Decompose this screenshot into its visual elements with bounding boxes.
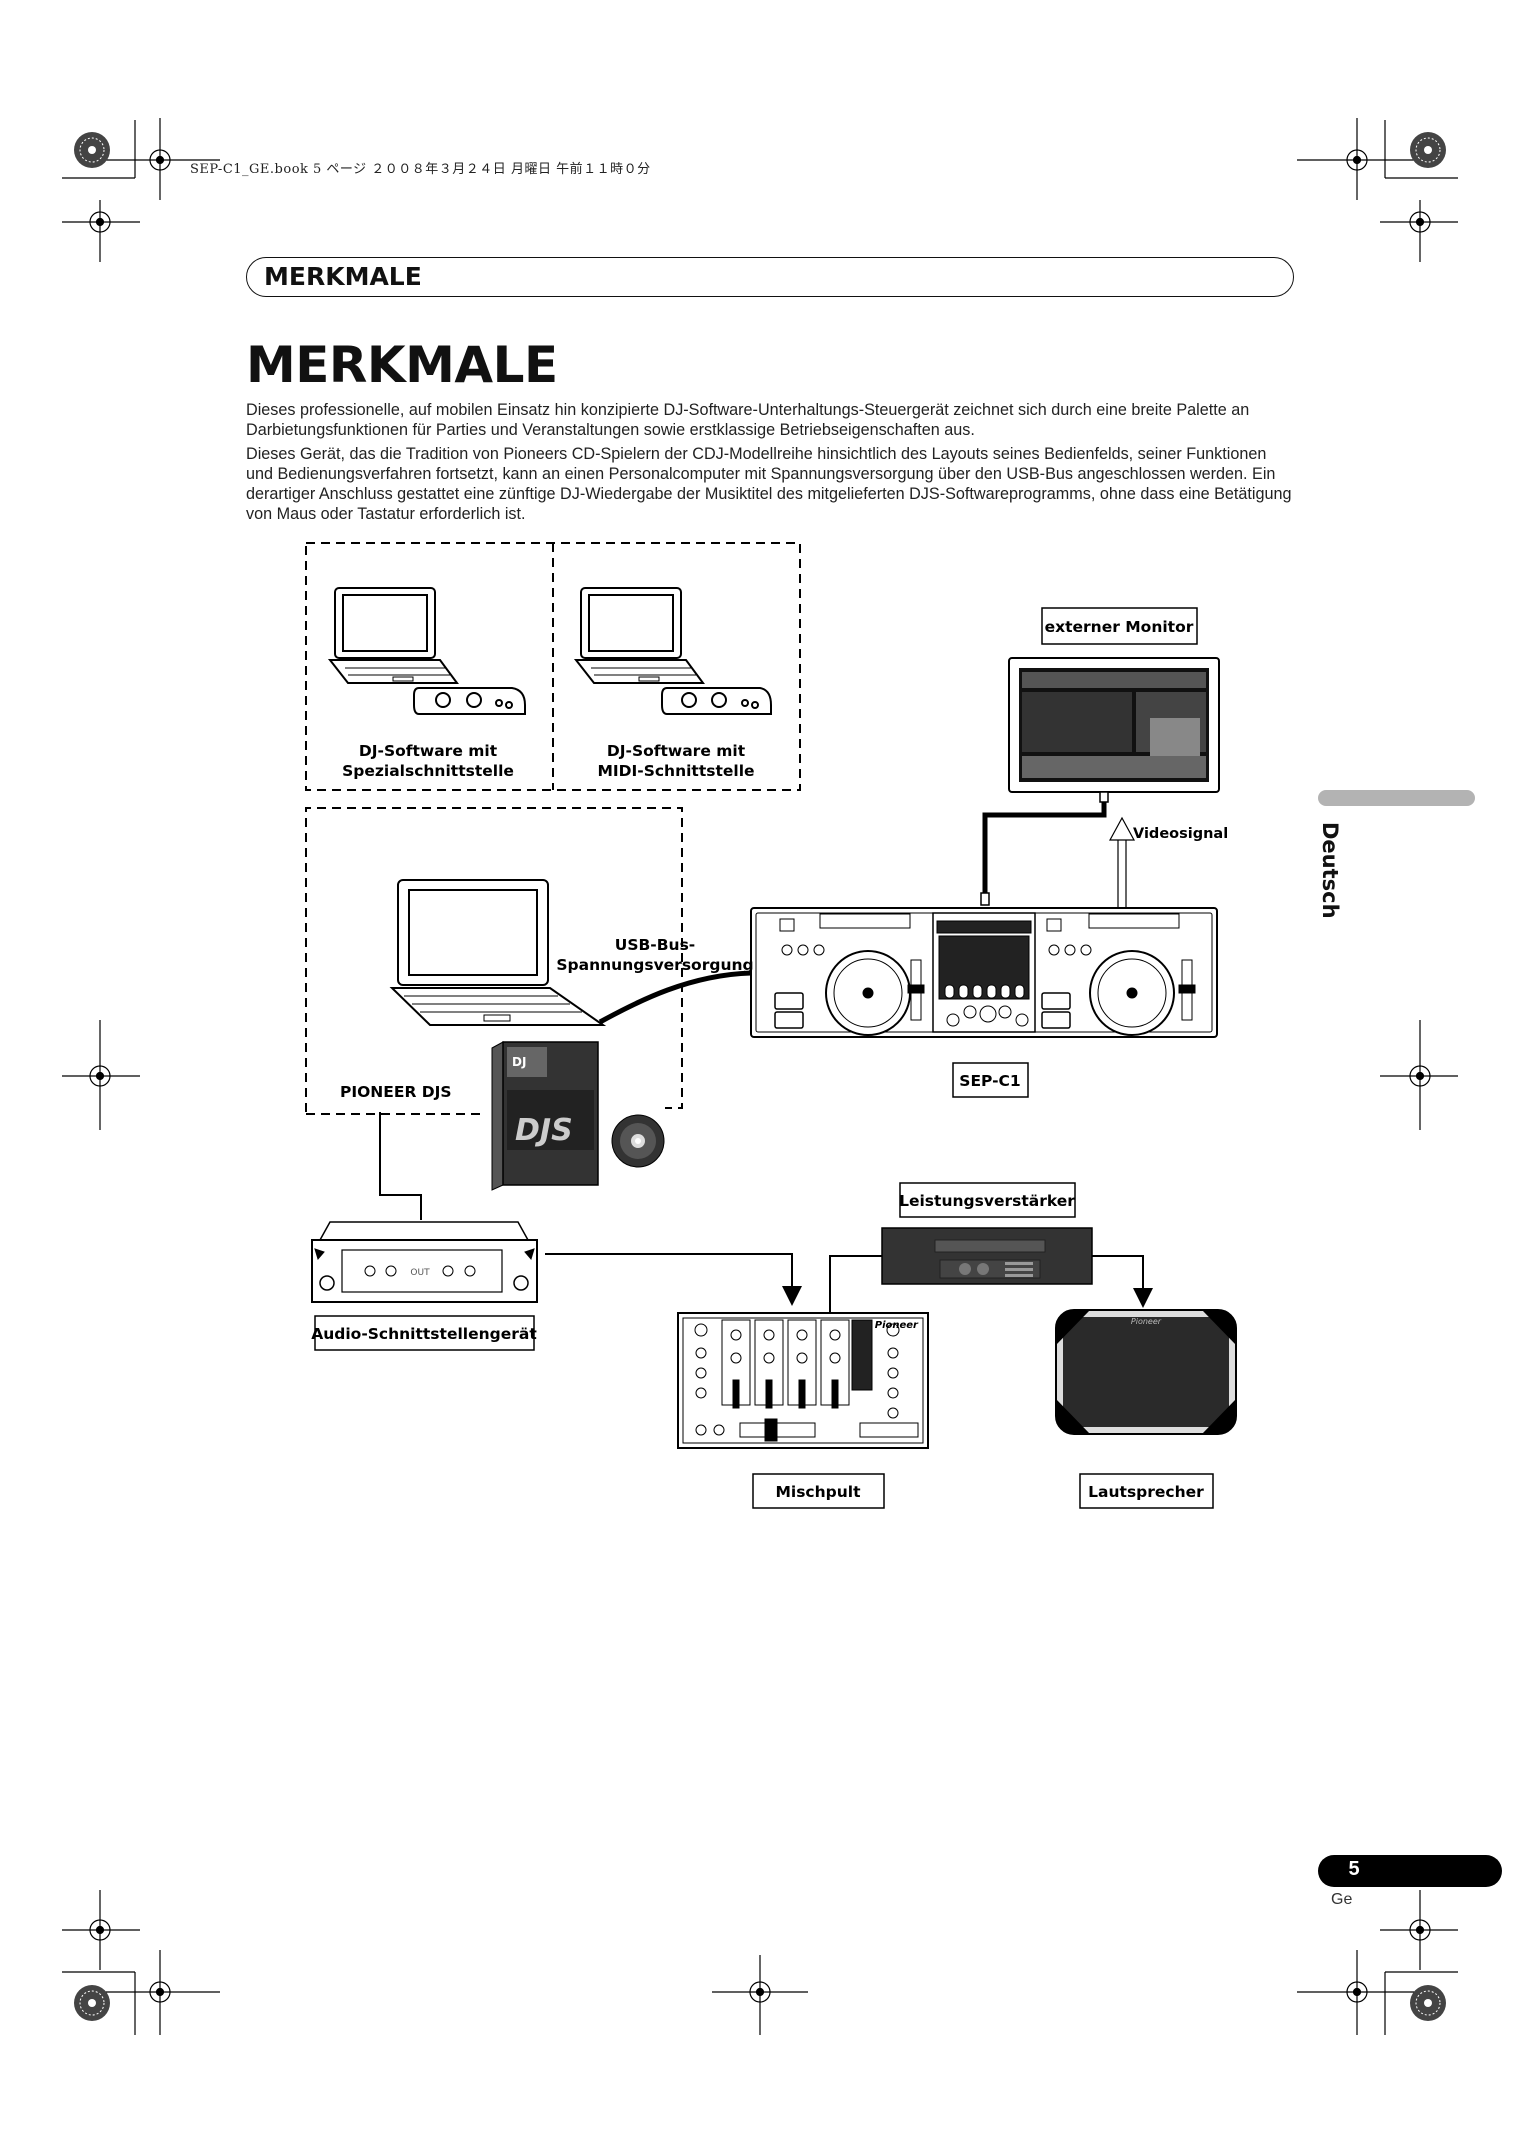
laptop-icon: [330, 588, 457, 683]
power-amplifier-label: Leistungsverstärker: [899, 1192, 1075, 1210]
crosshair-mark-mid-right-icon: [1380, 1020, 1458, 1130]
speaker-label-box: Lautsprecher: [1080, 1474, 1213, 1508]
mixer-label: Mischpult: [775, 1483, 861, 1501]
audio-to-mixer-cable: [545, 1254, 792, 1302]
laptop-icon: [576, 588, 703, 683]
crosshair-mark-top-left-2-icon: [62, 200, 140, 262]
crosshair-mark-top-right-2-icon: [1380, 200, 1458, 262]
videosignal-label: Videosignal: [1133, 826, 1228, 842]
videosignal-arrow-icon: [1110, 818, 1134, 908]
dj-controller-icon: [414, 688, 525, 714]
speaker-label: Lautsprecher: [1088, 1483, 1204, 1501]
power-amplifier-label-box: Leistungsverstärker: [899, 1183, 1075, 1217]
crosshair-mark-bottom-left-icon: [62, 1890, 140, 1970]
audio-interface-label-box: Audio-Schnittstellengerät: [311, 1316, 537, 1350]
sep-c1-label-box: SEP-C1: [953, 1063, 1028, 1097]
speaker-brand: Pioneer: [1131, 1317, 1162, 1326]
color-wheel-bottom-left-icon: [74, 1985, 110, 2021]
usb-cable: [600, 973, 751, 1022]
amp-to-mixer-cable: [830, 1256, 882, 1313]
power-amplifier-icon: [882, 1228, 1092, 1284]
crosshair-mark-mid-left-icon: [62, 1020, 140, 1130]
monitor-icon: [1009, 658, 1219, 802]
crosshair-mark-top-left-icon: [100, 118, 220, 200]
dj-spezial-label-line2: Spezialschnittstelle: [342, 762, 514, 780]
dj-midi-label-line1: DJ-Software mit: [607, 742, 746, 760]
out-label: OUT: [410, 1268, 430, 1278]
mixer-icon: [678, 1313, 928, 1448]
dj-controller-icon: [662, 688, 771, 714]
color-wheel-bottom-right-icon: [1410, 1985, 1446, 2021]
external-monitor-label: externer Monitor: [1045, 618, 1194, 636]
usb-label-line2: Spannungsversorgung: [556, 956, 753, 974]
sep-c1-device-icon: [751, 908, 1217, 1037]
color-wheel-top-left-icon: [74, 132, 110, 168]
djs-cd-disc-icon: [612, 1115, 664, 1167]
crosshair-mark-bottom-left-2-icon: [100, 1950, 220, 2035]
registration-marks: [62, 118, 1458, 2035]
dj-midi-label-line2: MIDI-Schnittstelle: [597, 762, 754, 780]
crosshair-mark-bottom-center-icon: [712, 1955, 808, 2035]
audio-interface-icon: [312, 1222, 537, 1302]
crosshair-mark-top-right-icon: [1297, 118, 1417, 200]
video-cable: [985, 802, 1104, 893]
color-wheel-marks: [74, 132, 1446, 2021]
pioneer-djs-label: PIONEER DJS: [340, 1083, 452, 1101]
speaker-icon: [1056, 1310, 1236, 1434]
sep-c1-label: SEP-C1: [959, 1072, 1020, 1090]
djs-box-small-text: DJ: [512, 1055, 526, 1069]
crosshair-mark-bottom-right-2-icon: [1380, 1890, 1458, 1970]
external-monitor-label-box: externer Monitor: [1042, 608, 1197, 644]
usb-label-line1: USB-Bus-: [615, 936, 696, 954]
amp-to-speaker-cable: [1092, 1256, 1143, 1304]
djs-box-logo-text: DJS: [515, 1113, 573, 1148]
crosshair-mark-bottom-right-icon: [1297, 1950, 1417, 2035]
djs-software-box-icon: DJ DJS: [492, 1042, 598, 1190]
color-wheel-top-right-icon: [1410, 132, 1446, 168]
laptop-icon: [392, 880, 603, 1025]
mixer-brand: Pioneer: [875, 1320, 919, 1331]
dj-spezial-label-line1: DJ-Software mit: [359, 742, 498, 760]
audio-interface-cable: [380, 1112, 421, 1220]
audio-interface-label: Audio-Schnittstellengerät: [311, 1325, 537, 1343]
mixer-label-box: Mischpult: [753, 1474, 884, 1508]
video-connector: [981, 893, 989, 905]
